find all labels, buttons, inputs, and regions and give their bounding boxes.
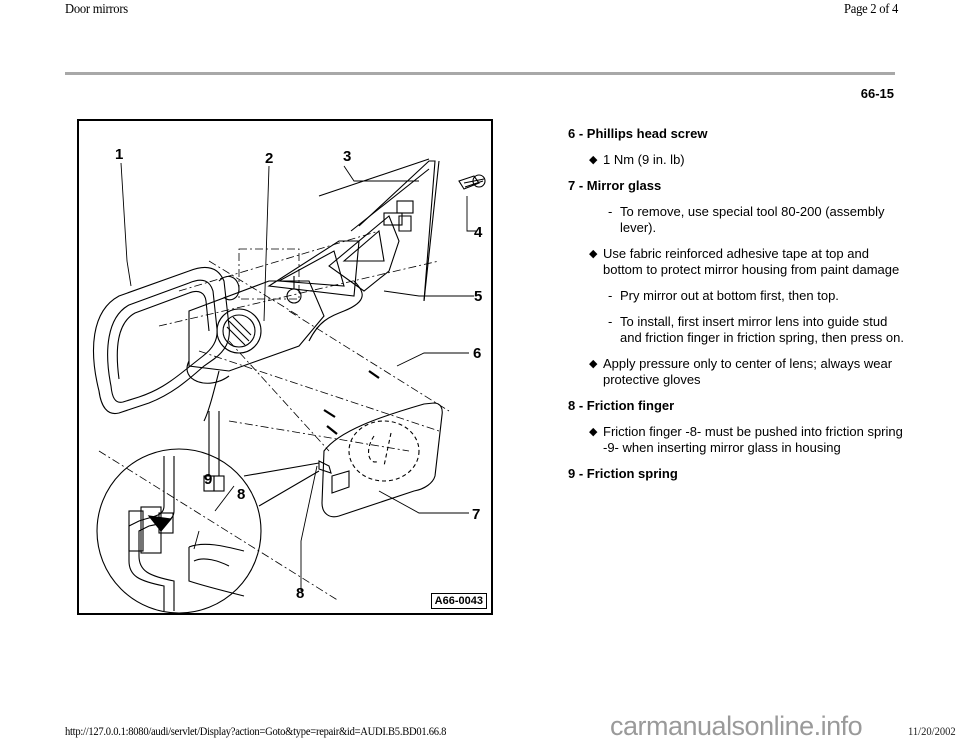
mirror-housing-drawing <box>92 266 240 415</box>
bullet-item: ◆ Use fabric reinforced adhesive tape at… <box>568 246 908 278</box>
mirror-glass-drawing <box>318 402 443 518</box>
item-heading-7: 7 - Mirror glass <box>568 178 662 193</box>
insert-arrow <box>147 515 173 532</box>
bracket-drawing <box>267 215 400 342</box>
item-heading-9: 9 - Friction spring <box>568 466 678 481</box>
bullet-item: ◆ Apply pressure only to center of lens;… <box>568 356 908 388</box>
callout-7: 7 <box>472 506 480 523</box>
watermark-logo: carmanualsonline.info <box>610 711 863 741</box>
bullet-text: Friction finger -8- must be pushed into … <box>603 424 903 455</box>
callout-2: 2 <box>265 150 273 167</box>
dash-item: - To install, first insert mirror lens i… <box>568 314 908 346</box>
assembly-lines <box>98 230 450 602</box>
detail-magnifier-drawing <box>96 448 320 613</box>
callout-1: 1 <box>115 146 123 163</box>
document-title: Door mirrors <box>65 2 128 17</box>
dash-text: To remove, use special tool 80-200 (asse… <box>620 204 885 235</box>
header-rule <box>65 72 895 75</box>
door-trim-drawing <box>318 158 486 302</box>
diamond-icon: ◆ <box>589 248 598 260</box>
screws-drawing <box>323 370 380 435</box>
dash-marker: - <box>608 314 613 329</box>
bullet-text: Apply pressure only to center of lens; a… <box>603 356 893 387</box>
dash-text: Pry mirror out at bottom first, then top… <box>620 288 839 303</box>
dash-marker: - <box>608 288 613 303</box>
diamond-icon: ◆ <box>589 154 598 166</box>
footer-url-link[interactable]: http://127.0.0.1:8080/audi/servlet/Displ… <box>65 724 447 738</box>
callout-6: 6 <box>473 345 481 362</box>
dash-marker: - <box>608 204 613 219</box>
callout-8-detail: 8 <box>237 486 245 503</box>
dash-item: - Pry mirror out at bottom first, then t… <box>568 288 908 304</box>
bullet-text: 1 Nm (9 in. lb) <box>603 152 685 167</box>
mirror-exploded-illustration: 1 2 3 4 5 6 7 8 9 8 <box>92 146 486 613</box>
figure-id-label: A66-0043 <box>430 593 487 609</box>
callout-3: 3 <box>343 148 351 165</box>
adjuster-motor-drawing <box>186 276 325 492</box>
bullet-item: ◆ Friction finger -8- must be pushed int… <box>568 424 908 456</box>
parts-legend: 6 - Phillips head screw ◆ 1 Nm (9 in. lb… <box>568 126 908 492</box>
callout-numbers: 1 2 3 4 5 6 7 8 9 8 <box>115 146 483 602</box>
bullet-item: ◆ 1 Nm (9 in. lb) <box>568 152 908 168</box>
callout-4: 4 <box>474 224 483 241</box>
callout-5: 5 <box>474 288 482 305</box>
footer-date: 11/20/2002 <box>908 724 956 738</box>
item-heading-8: 8 - Friction finger <box>568 398 675 413</box>
dash-text: To install, first insert mirror lens int… <box>620 314 904 345</box>
page-number: 66-15 <box>860 86 894 101</box>
callout-9: 9 <box>204 471 212 488</box>
page-indicator: Page 2 of 4 <box>843 2 898 17</box>
diamond-icon: ◆ <box>589 426 598 438</box>
callout-8-main: 8 <box>296 585 304 602</box>
diamond-icon: ◆ <box>589 358 598 370</box>
item-heading-6: 6 - Phillips head screw <box>568 126 708 141</box>
callout-leaders <box>120 162 477 591</box>
dash-item: - To remove, use special tool 80-200 (as… <box>568 204 908 236</box>
exploded-diagram-figure: 1 2 3 4 5 6 7 8 9 8 A66-0043 <box>77 119 493 615</box>
bullet-text: Use fabric reinforced adhesive tape at t… <box>603 246 900 277</box>
